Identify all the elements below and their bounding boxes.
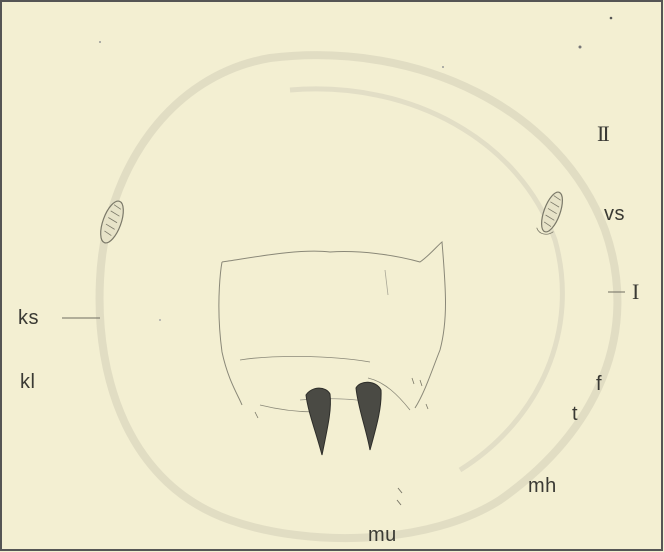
mouth-hook-left <box>306 388 330 455</box>
outer-body-outline <box>100 55 618 538</box>
label-ks: ks <box>18 308 39 328</box>
label-vs: vs <box>604 204 625 224</box>
speck <box>442 66 444 68</box>
label-t: t <box>572 404 578 424</box>
speck <box>610 17 613 20</box>
label-f: f <box>596 374 602 394</box>
head-capsule-right <box>222 242 446 408</box>
frons-line <box>385 270 388 295</box>
inner-body-outline <box>290 89 562 470</box>
label-roman-two: II <box>597 123 608 145</box>
left-stigma <box>96 198 128 246</box>
mouth-hook-right <box>356 382 381 450</box>
clypeus-line <box>240 356 370 362</box>
label-mu: mu <box>368 525 397 545</box>
label-roman-one: I <box>632 281 640 303</box>
speck <box>99 41 101 43</box>
head-capsule-left <box>219 262 242 405</box>
right-stigma <box>535 189 566 237</box>
label-mh: mh <box>528 476 557 496</box>
antenna-marks <box>412 378 422 386</box>
small-mark-right <box>426 404 428 409</box>
small-mark-left <box>255 412 258 418</box>
speck <box>159 319 161 321</box>
mu-marks <box>397 488 402 505</box>
speck <box>579 46 582 49</box>
label-kl: kl <box>20 372 35 392</box>
